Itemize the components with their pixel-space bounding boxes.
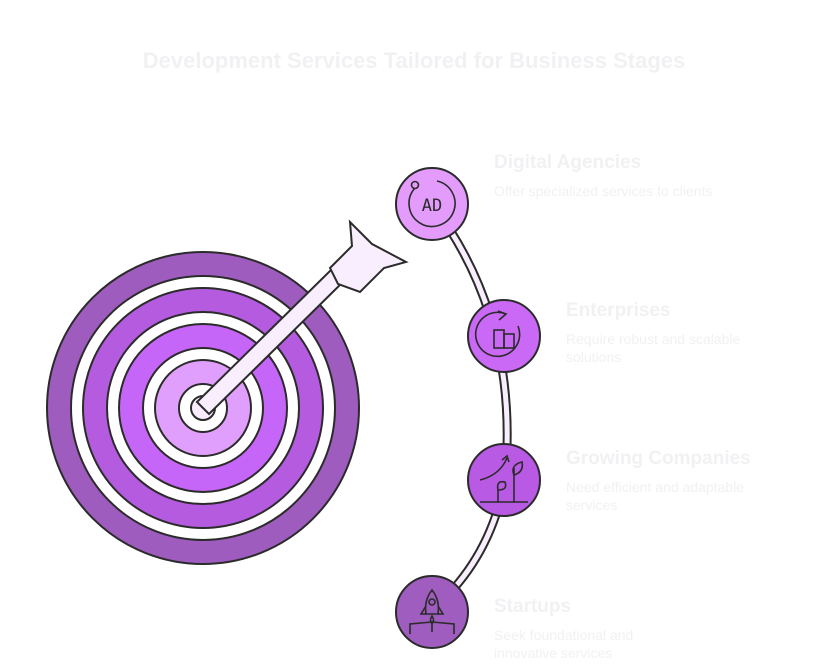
stage-startups: Startups Seek foundational and innovativ…: [494, 596, 664, 662]
ad-icon: [408, 180, 456, 228]
stage-growing-companies: Growing Companies Need efficient and ada…: [566, 448, 786, 514]
stage-circle-growing-companies: [467, 443, 541, 517]
stage-description: Offer specialized services to clients: [494, 183, 713, 199]
stage-description: Require robust and scalable solutions: [566, 331, 741, 365]
growth-plant-icon: [479, 454, 528, 503]
stage-title: Growing Companies: [566, 448, 751, 469]
stage-title: Digital Agencies: [494, 152, 642, 173]
stage-circle-startups: [395, 575, 469, 649]
ad-text: AD: [422, 196, 442, 216]
arrow-icon: [195, 219, 409, 416]
stage-enterprises: Enterprises Require robust and scalable …: [566, 300, 786, 366]
building-cycle-icon: [474, 310, 521, 358]
stage-description: Need efficient and adaptable services: [566, 479, 744, 513]
stage-digital-agencies: Digital Agencies Offer specialized servi…: [494, 152, 714, 200]
stage-description: Seek foundational and innovative service…: [494, 627, 634, 661]
stage-circle-digital-agencies: [395, 167, 469, 241]
stage-title: Enterprises: [566, 300, 671, 321]
stage-title: Startups: [494, 596, 572, 617]
page-title: Development Services Tailored for Busine…: [142, 48, 686, 73]
rocket-icon: [409, 588, 455, 634]
